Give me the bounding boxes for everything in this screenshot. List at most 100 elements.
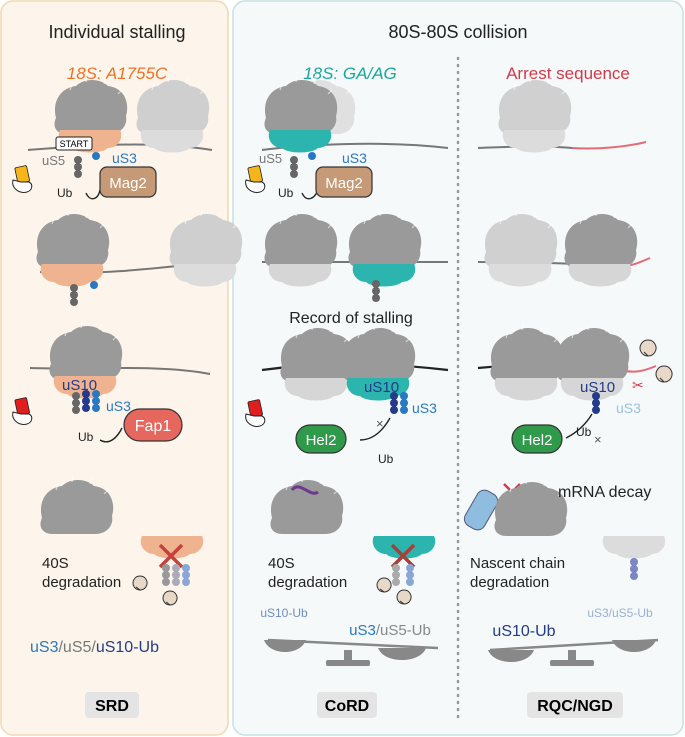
us5-label: uS5	[42, 153, 65, 168]
rqc-row3: uS10 uS3 ✂ Hel2 Ub ×	[477, 323, 673, 454]
hel2-label: Hel2	[306, 432, 337, 449]
hel2-box	[511, 424, 563, 454]
rqc-row1	[477, 75, 647, 153]
arrest-sequence-strand	[571, 141, 647, 150]
degradation-cross-icon	[158, 543, 184, 569]
mrna-strand	[261, 142, 449, 151]
ub-chain	[70, 284, 78, 306]
nascent-chain	[290, 485, 319, 495]
deg-label-2: degradation	[268, 574, 347, 591]
ub-chain-us5	[72, 392, 80, 414]
deg-label-2: degradation	[42, 574, 121, 591]
left-row3: uS10 uS3 Ub Fap1	[12, 321, 211, 444]
us10-label: uS10	[364, 379, 399, 396]
scissors-icon: ✂	[632, 377, 644, 393]
ub-arrow	[359, 417, 391, 441]
left-row2	[35, 209, 243, 306]
mrna-decay-label: mRNA decay	[558, 484, 651, 501]
ub-chain	[162, 564, 170, 586]
ub-summary: uS3/uS5/uS10-Ub	[30, 639, 159, 656]
rqc-badge	[527, 692, 623, 718]
deg-label-1: 40S	[268, 555, 295, 572]
left-row1: START uS5 uS3 Ub Mag2	[12, 75, 213, 200]
proteasome-icon	[396, 589, 412, 605]
us10-label: uS10	[62, 377, 97, 394]
ub-arrow	[565, 413, 593, 439]
proteasome-icon	[655, 365, 673, 383]
us3-dot	[90, 281, 98, 289]
right-title: 80S-80S collision	[388, 22, 527, 42]
start-label: START	[60, 139, 89, 149]
ub-label: Ub	[278, 186, 294, 200]
nascent-label-2: degradation	[470, 574, 549, 591]
left-subtitle: 18S: A1755C	[67, 64, 168, 83]
mag2-label: Mag2	[325, 175, 363, 192]
exosome-icon	[463, 489, 499, 531]
cord-row4: 40S degradation	[268, 475, 436, 605]
ub-chain	[290, 156, 298, 178]
left-row4: 40S degradation	[39, 475, 204, 606]
deg-label-1: 40S	[42, 555, 69, 572]
scale-right-label: uS3/uS5-Ub	[349, 622, 431, 639]
proteasome-icon	[132, 575, 148, 591]
us3-label: uS3	[112, 150, 137, 166]
ub-label: Ub	[78, 430, 94, 444]
ub-chain	[172, 564, 180, 586]
rqc-scale: uS10-Ub uS3/uS5-Ub	[488, 606, 659, 666]
proteasome-icon	[639, 339, 657, 357]
ub-chain	[406, 564, 414, 586]
hel2-box	[295, 424, 347, 454]
us3-label: uS3	[342, 150, 367, 166]
hel2-label: Hel2	[522, 432, 553, 449]
cord-scale: uS10-Ub uS3/uS5-Ub	[260, 606, 439, 666]
nascent-label-1: Nascent chain	[470, 555, 565, 572]
us3-label: uS3	[412, 400, 437, 416]
inhibit-mark-icon: ×	[594, 432, 602, 447]
rqc-row2	[477, 209, 651, 287]
ub-label: Ub	[378, 452, 394, 466]
ub-chain	[182, 564, 190, 586]
us3-label: uS3	[106, 398, 131, 414]
ub-arrow	[99, 427, 123, 443]
ub-label: Ub	[57, 186, 73, 200]
rqc-badge-label: RQC/NGD	[537, 698, 613, 715]
mag2-box	[99, 166, 157, 198]
us5-label: uS5	[259, 151, 282, 166]
us3-dot	[92, 152, 100, 160]
cord-badge-label: CoRD	[325, 698, 369, 715]
proteasome-icon	[162, 590, 178, 606]
cord-row1: uS5 uS3 Ub Mag2	[245, 75, 449, 200]
scale-left-label: uS10-Ub	[260, 606, 308, 620]
inhibit-mark-icon: ×	[376, 416, 384, 431]
srd-badge	[85, 692, 139, 718]
ub-chain-us10	[82, 390, 90, 412]
rqc-row4: mRNA decay Nascent chain degradation	[463, 477, 666, 591]
left-title: Individual stalling	[48, 22, 185, 42]
fap1-label: Fap1	[135, 418, 172, 435]
us3-label: uS3	[616, 400, 641, 416]
ub-chain	[372, 280, 380, 302]
scale-left-label: uS10-Ub	[492, 623, 555, 640]
ub-chain-us3	[92, 390, 100, 412]
ub-arrow	[85, 189, 101, 200]
start-box	[55, 136, 93, 151]
arrest-subtitle: Arrest sequence	[506, 64, 630, 83]
degradation-cross-icon	[390, 543, 416, 569]
ub-chain	[630, 558, 638, 580]
us10-label: uS10	[580, 379, 615, 396]
us3-dot	[308, 152, 316, 160]
ub-chain	[392, 564, 400, 586]
cord-row2	[262, 209, 448, 302]
ub-chain-us10	[592, 392, 600, 414]
ub-chain	[74, 156, 82, 178]
ub-chain-us10	[390, 392, 398, 414]
fap1-box	[123, 408, 183, 442]
cord-badge	[317, 692, 377, 718]
scale-right-label: uS3/uS5-Ub	[587, 606, 653, 620]
mag2-box	[315, 166, 373, 198]
ub-chain-us3	[400, 392, 408, 414]
cord-subtitle: 18S: GA/AG	[303, 64, 397, 83]
record-of-stalling: Record of stalling	[289, 310, 413, 327]
ub-label: Ub	[576, 425, 592, 439]
